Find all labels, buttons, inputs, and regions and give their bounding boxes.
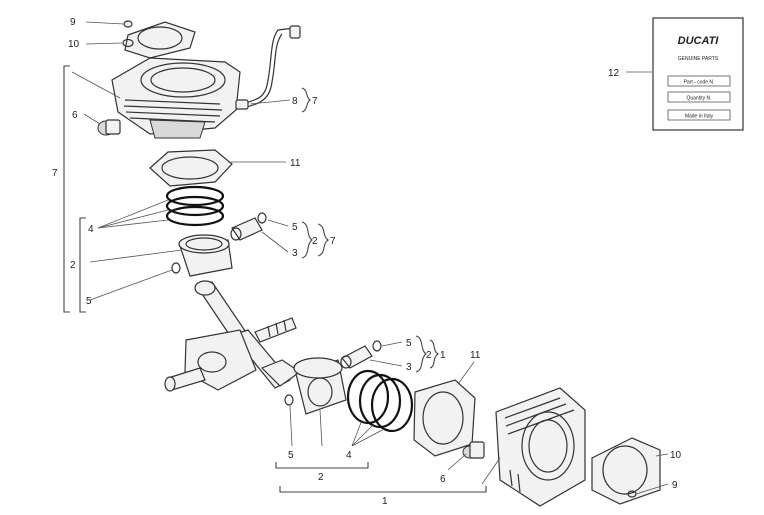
label-9-lower: 9 xyxy=(672,480,678,491)
top-cylinder-gasket xyxy=(124,21,196,59)
label-4-upper: 4 xyxy=(88,224,94,235)
label-10-lower: 10 xyxy=(670,450,682,461)
label-3-upper: 3 xyxy=(292,248,298,259)
label-4-lower: 4 xyxy=(346,450,352,461)
upper-piston-pin-3 xyxy=(230,217,263,241)
temperature-sensor-cable xyxy=(235,25,301,110)
label-2-upper-left: 2 xyxy=(70,260,76,271)
card-field-part: Part - code N. xyxy=(684,80,715,86)
label-10-top: 10 xyxy=(68,39,80,50)
label-7-sensor: 7 xyxy=(312,96,318,107)
upper-piston xyxy=(178,234,233,277)
upper-stud-6 xyxy=(97,119,121,136)
rear-cylinder xyxy=(111,57,241,139)
label-7-upper-right: 7 xyxy=(330,236,336,247)
label-6-upper: 6 xyxy=(72,110,78,121)
label-3-lower: 3 xyxy=(406,362,412,373)
crankshaft-assembly xyxy=(164,280,302,392)
upper-lower-clip-5 xyxy=(171,262,181,274)
label-12: 12 xyxy=(608,68,620,79)
top-small-ring-10 xyxy=(122,38,134,48)
lower-base-gasket-11 xyxy=(413,379,476,457)
card-made-in: Made in Italy xyxy=(685,114,714,120)
lower-pin-clip-5 xyxy=(372,340,382,352)
label-5-upper: 5 xyxy=(292,222,298,233)
label-8: 8 xyxy=(292,96,298,107)
label-9-top: 9 xyxy=(70,17,76,28)
card-field-qty: Quantity N. xyxy=(686,96,711,102)
lower-piston-rings xyxy=(346,369,414,433)
lower-clip-5 xyxy=(284,394,294,406)
label-1-right: 1 xyxy=(440,350,446,361)
label-5-lower-bottom: 5 xyxy=(288,450,294,461)
label-2-lower-right: 2 xyxy=(426,350,432,361)
label-2-bottom: 2 xyxy=(318,472,324,483)
front-cylinder xyxy=(495,387,586,507)
lower-stud-6 xyxy=(462,441,485,459)
card-subtitle: GENUINE PARTS xyxy=(678,56,719,62)
lower-piston-pin-3 xyxy=(340,345,373,369)
card-brand: DUCATI xyxy=(678,35,720,47)
upper-pin-clip-5 xyxy=(257,212,267,224)
label-5-lower: 5 xyxy=(406,338,412,349)
label-11-upper: 11 xyxy=(290,158,301,169)
label-2-upper-right: 2 xyxy=(312,236,318,247)
label-1-bottom: 1 xyxy=(382,496,388,507)
leader-lines xyxy=(71,21,669,495)
group-brackets xyxy=(63,65,487,493)
genuine-parts-label-card: DUCATI GENUINE PARTS Part - code N. Quan… xyxy=(652,17,744,131)
upper-base-gasket-11 xyxy=(149,149,233,187)
label-11-lower: 11 xyxy=(470,350,481,361)
top-small-ring-9 xyxy=(123,20,133,28)
label-7-left: 7 xyxy=(52,168,58,179)
lower-piston xyxy=(293,357,347,415)
part-number-labels: 9 10 6 7 8 7 11 4 5 2 7 3 2 5 5 2 1 3 11… xyxy=(52,17,682,507)
label-6-lower: 6 xyxy=(440,474,446,485)
label-5-upper-left: 5 xyxy=(86,296,92,307)
lower-head-gasket-10 xyxy=(591,437,661,505)
upper-piston-rings xyxy=(165,185,225,227)
